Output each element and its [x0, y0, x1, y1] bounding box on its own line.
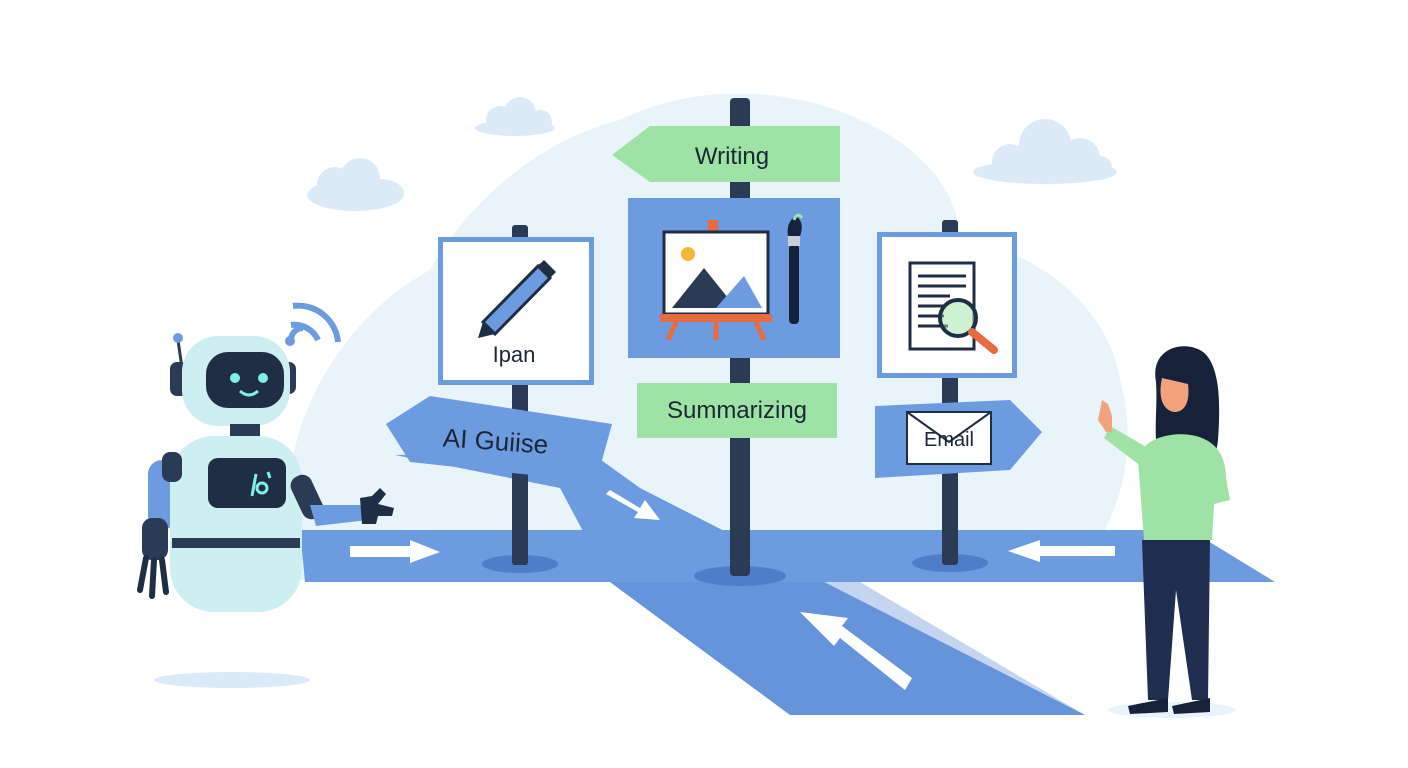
cloud-top: [475, 97, 555, 136]
arrow-up-icon: [800, 612, 912, 690]
email-sign-label: Email: [924, 429, 974, 451]
writing-sign-label: Writing: [695, 143, 769, 170]
summarizing-sign-label: Summarizing: [667, 397, 807, 424]
email-sign: Email: [875, 400, 1042, 478]
cloud-left: [307, 158, 404, 211]
art-panel: [628, 198, 840, 358]
pen-icon: [478, 260, 556, 338]
summarizing-sign: Summarizing: [637, 383, 837, 438]
person-hair: [1155, 346, 1220, 465]
ai-guise-sign: AI Guiise: [386, 396, 612, 482]
document-magnifier-icon: [908, 261, 998, 354]
ai-guise-sign-label: AI Guiise: [442, 422, 549, 459]
document-sign: [877, 232, 1017, 378]
arrow-right-icon: [350, 540, 440, 563]
ipan-sign: Ipan: [438, 237, 594, 385]
robot-chest-icon: [250, 471, 272, 497]
road-arrows: [350, 490, 1115, 690]
easel-painting-icon: [660, 220, 772, 342]
robot-shadow: [154, 672, 310, 688]
person: [1098, 346, 1236, 718]
arrow-diagonal-icon: [606, 490, 660, 520]
cloud-right: [973, 119, 1117, 184]
wifi-signal-icon: [285, 302, 341, 346]
person-shadow: [1108, 702, 1236, 718]
ipan-sign-label: Ipan: [493, 342, 536, 367]
paintbrush-icon: [787, 213, 804, 324]
writing-sign: Writing: [612, 126, 840, 182]
envelope-icon: [906, 411, 992, 465]
robot: [137, 302, 394, 688]
arrow-left-icon: [1008, 540, 1115, 562]
